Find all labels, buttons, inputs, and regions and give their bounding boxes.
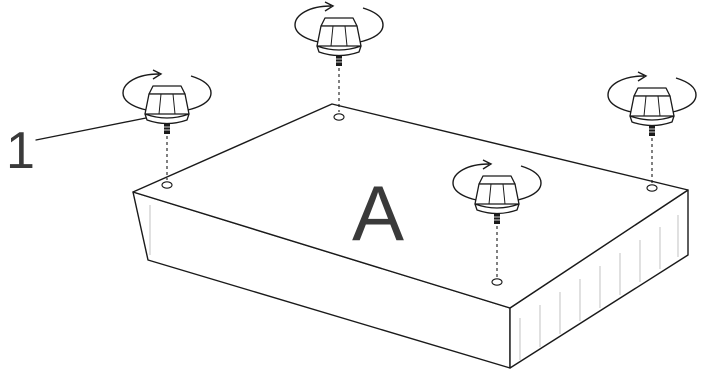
callout-number: 1	[6, 122, 35, 180]
adjustable-foot-icon	[122, 69, 212, 135]
callout-1: 1	[6, 117, 147, 180]
device-label: A	[352, 169, 404, 257]
adjustable-foot-icon	[294, 1, 384, 67]
adjustable-foot-left	[122, 69, 212, 135]
mount-hole-left	[161, 181, 173, 189]
box-top-face	[132, 103, 689, 309]
mount-hole-back	[333, 113, 345, 121]
adjustable-foot-icon	[607, 71, 697, 137]
callout-leader-line	[35, 117, 147, 141]
device-box	[132, 103, 689, 369]
mount-hole-right	[646, 184, 658, 192]
adjustable-foot-back	[294, 1, 384, 67]
mount-hole-front	[491, 278, 503, 286]
adjustable-foot-right	[607, 71, 697, 137]
alignment-lines	[166, 68, 653, 277]
box-front-shading	[149, 205, 679, 360]
